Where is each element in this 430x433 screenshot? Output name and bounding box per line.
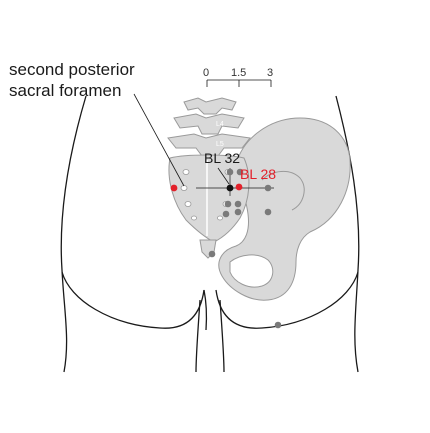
acupoint-gray <box>274 321 282 329</box>
scale-label-1: 1.5 <box>231 67 246 79</box>
foramen-left-s4 <box>191 215 197 221</box>
left-body-contour <box>60 95 87 373</box>
bl28-point <box>235 183 243 191</box>
bl32-label: BL 32 <box>204 150 240 166</box>
sacrum-bone <box>168 154 250 243</box>
obturator-foramen <box>229 254 274 288</box>
foramen-left-s3 <box>184 201 192 207</box>
foramen-label-line1: second posterior <box>9 60 135 79</box>
left-buttock <box>61 271 205 329</box>
acupoint-gray <box>264 208 272 216</box>
acupoint-gray <box>234 208 242 216</box>
lumbar-vertebrae <box>167 97 251 157</box>
foramen-left-s2 <box>180 185 188 191</box>
left-thigh-inner <box>195 299 201 373</box>
acupoint-gray <box>236 168 244 176</box>
label-l4: L4 <box>216 121 224 128</box>
leader-foramen <box>133 93 185 187</box>
acupoint-gray <box>234 200 242 208</box>
foramen-left-s1 <box>182 169 190 175</box>
vertebra-l5 <box>167 133 251 157</box>
right-pelvis <box>218 117 351 301</box>
gluteal-cleft <box>203 289 208 331</box>
gray-acupoints <box>208 168 282 329</box>
foramen-right-s4 <box>217 215 223 221</box>
leader-bl32 <box>217 167 230 185</box>
right-thigh-inner <box>219 299 225 373</box>
acupoint-gray <box>264 184 272 192</box>
acupoint-gray <box>226 168 234 176</box>
label-l5: L5 <box>216 141 224 148</box>
bl28-label: BL 28 <box>240 166 276 182</box>
vertebra-l3 <box>183 97 237 115</box>
scale-label-0: 0 <box>203 67 209 79</box>
second-foramen-point-left <box>170 184 178 192</box>
foramen-label-line2: sacral foramen <box>9 81 121 100</box>
right-buttock <box>215 271 359 329</box>
leader-lines <box>133 93 230 187</box>
scale-label-2: 3 <box>267 67 273 79</box>
scale-bar <box>206 79 272 87</box>
right-body-contour <box>335 95 360 373</box>
body-outline <box>60 95 360 373</box>
acupoint-gray <box>222 210 230 218</box>
bl32-point <box>226 184 234 192</box>
acetabulum-curve <box>261 171 305 211</box>
acupoint-gray <box>224 200 232 208</box>
vertebra-l4 <box>173 113 245 135</box>
acupoint-gray <box>208 250 216 258</box>
